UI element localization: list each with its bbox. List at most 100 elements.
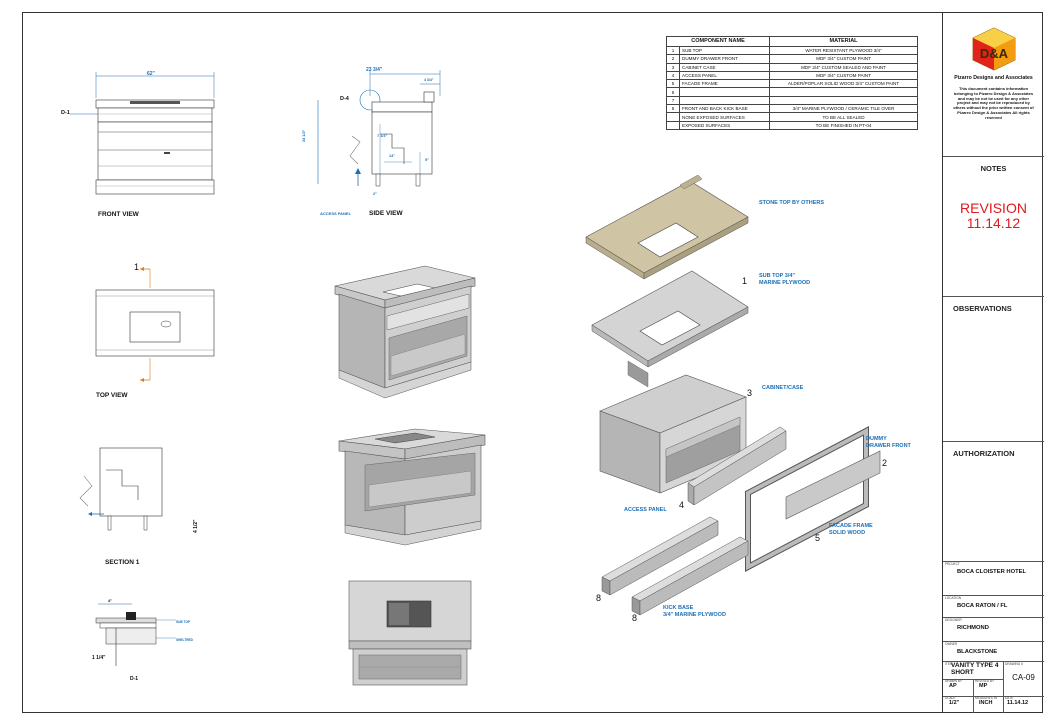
access-panel-label: ACCESS PANEL bbox=[320, 211, 352, 216]
revision-label: REVISION bbox=[960, 200, 1027, 216]
side-a-dim: 7 1/4" bbox=[377, 134, 388, 138]
row-material bbox=[769, 95, 918, 106]
side-small-dim: 4 3/4" bbox=[424, 78, 434, 82]
authorization-heading: AUTHORIZATION bbox=[953, 449, 1015, 458]
iso-render-bottom bbox=[348, 580, 472, 686]
row-material: WATER RESISTANT PLYWOOD 3/4" bbox=[769, 45, 918, 56]
row-material: MDF 3/4" CUSTOM SEALED AND PAINT bbox=[769, 62, 918, 72]
callout-num-5: 5 bbox=[815, 533, 821, 543]
iso-render-top bbox=[334, 265, 476, 399]
detail-height-dim: 1 1/4" bbox=[92, 655, 106, 661]
drawing-number: CA-09 bbox=[1012, 673, 1035, 682]
company-section: D&A Pizarro Designs and Associates This … bbox=[943, 12, 1044, 157]
facade-label: FACADE FRAME SOLID WOOD bbox=[829, 523, 873, 537]
d4-marker-label: D-4 bbox=[340, 96, 349, 102]
row-material: TO BE FINISHED IN PT-04 bbox=[769, 120, 918, 130]
row-name bbox=[678, 95, 771, 106]
callout-num-8b: 8 bbox=[632, 613, 638, 623]
exploded-view bbox=[585, 175, 881, 616]
iso-render-middle bbox=[338, 428, 486, 546]
revision-date: 11.14.12 bbox=[966, 215, 1021, 231]
row-num: 6 bbox=[666, 87, 680, 97]
row-material: MDF 3/4" CUSTOM PAINT bbox=[769, 54, 918, 64]
project-value: BOCA CLOISTER HOTEL bbox=[957, 569, 1027, 575]
table-header-material: MATERIAL bbox=[769, 36, 918, 47]
authorization-section: AUTHORIZATION bbox=[943, 442, 1044, 562]
revision-stamp: REVISION 11.14.12 bbox=[943, 201, 1044, 231]
table-header-component: COMPONENT NAME bbox=[665, 36, 771, 47]
side-height-dim: 34 1/2" bbox=[302, 129, 306, 142]
observations-section: OBSERVATIONS bbox=[943, 297, 1044, 442]
side-d-dim: 2" bbox=[373, 192, 377, 196]
location-field: LOCATION BOCA RATON / FL bbox=[943, 596, 1044, 618]
top-view-drawing bbox=[95, 267, 215, 382]
designer-field: DESIGNER RICHMOND bbox=[943, 618, 1044, 642]
row-num bbox=[666, 112, 680, 122]
units-label: MEASURES IN bbox=[975, 696, 997, 700]
row-name: EXPOSED SURFACES bbox=[678, 120, 771, 130]
access-panel-callout: ACCESS PANEL bbox=[624, 507, 667, 513]
disclaimer-text: This document contains information belon… bbox=[953, 86, 1034, 120]
kick-base-label: KICK BASE 3/4" MARINE PLYWOOD bbox=[663, 605, 726, 619]
title-block: D&A Pizarro Designs and Associates This … bbox=[942, 12, 1044, 713]
row-material: TO BE ALL SEALED bbox=[769, 112, 918, 122]
drawing-number-label: DRAWING # bbox=[1005, 662, 1023, 666]
row-num: 3 bbox=[666, 62, 680, 72]
logo-text: D&A bbox=[979, 46, 1008, 61]
sub-top-label: SUB TOP 3/4" MARINE PLYWOOD bbox=[759, 273, 810, 287]
side-b-dim: 14" bbox=[389, 154, 396, 158]
front-view-label: FRONT VIEW bbox=[98, 211, 139, 218]
d1-marker bbox=[70, 113, 98, 115]
section-drawing bbox=[79, 447, 163, 531]
row-material: MDF 3/4" CUSTOM PAINT bbox=[769, 70, 918, 81]
date-value: 11.14.12 bbox=[1007, 700, 1029, 706]
front-view-drawing bbox=[95, 72, 215, 195]
cabinet-label: CABINET/CASE bbox=[762, 385, 804, 391]
row-name: ACCESS PANEL bbox=[678, 70, 771, 81]
row-material: 3/4" MARINE PLYWOOD / CERAMIC TILE OVER bbox=[769, 104, 918, 114]
row-num: 4 bbox=[666, 70, 680, 81]
row-material bbox=[769, 87, 918, 97]
row-num: 1 bbox=[666, 45, 680, 56]
row-num: 8 bbox=[666, 104, 680, 114]
dummy-line1: DUMMY bbox=[866, 436, 887, 442]
revised-label: REVISED BY bbox=[975, 679, 995, 683]
front-width-dim: 62" bbox=[147, 71, 155, 77]
facade-line1: FACADE FRAME bbox=[829, 523, 873, 529]
drawn-label: DRAWN BY bbox=[945, 679, 963, 683]
row-num: 7 bbox=[666, 95, 680, 106]
designer-label: DESIGNER bbox=[945, 618, 962, 622]
side-view-drawing bbox=[317, 70, 441, 187]
callout-num-1: 1 bbox=[742, 276, 748, 286]
project-label: PROJECT bbox=[945, 562, 960, 566]
callout-num-4: 4 bbox=[679, 500, 685, 510]
table-row: 6 bbox=[666, 87, 918, 97]
row-material: ALDER/POPLAR SOLID WOOD 3/4" CUSTOM PAIN… bbox=[769, 79, 918, 89]
d1-marker-label: D-1 bbox=[61, 110, 70, 116]
top-view-label: TOP VIEW bbox=[96, 392, 128, 399]
detail-subtop-label: SUB TOP bbox=[176, 620, 191, 624]
row-name: FACADE FRAME bbox=[678, 79, 771, 89]
owner-value: BLACKSTONE bbox=[957, 649, 998, 655]
drawing-info: ITEM VANITY TYPE 4 SHORT DRAWING # CA-09… bbox=[943, 662, 1044, 713]
sub-top-line2: MARINE PLYWOOD bbox=[759, 280, 811, 286]
row-num bbox=[666, 120, 680, 130]
callout-num-8a: 8 bbox=[596, 593, 602, 603]
detail-shelf-label: SHELTRED bbox=[176, 638, 193, 642]
item-label: ITEM bbox=[945, 662, 953, 666]
location-value: BOCA RATON / FL bbox=[957, 603, 1008, 609]
callout-num-2: 2 bbox=[882, 458, 888, 468]
row-num: 2 bbox=[666, 54, 680, 64]
kick-line2: 3/4" MARINE PLYWOOD bbox=[663, 612, 726, 618]
section-height-dim: 4 1/2" bbox=[193, 519, 199, 534]
row-name: CABINET CASE bbox=[678, 62, 771, 72]
revised-value: MP bbox=[979, 683, 988, 689]
kick-line1: KICK BASE bbox=[663, 605, 694, 611]
side-view-label: SIDE VIEW bbox=[369, 210, 403, 217]
detail-d1-label: D-1 bbox=[130, 676, 139, 682]
